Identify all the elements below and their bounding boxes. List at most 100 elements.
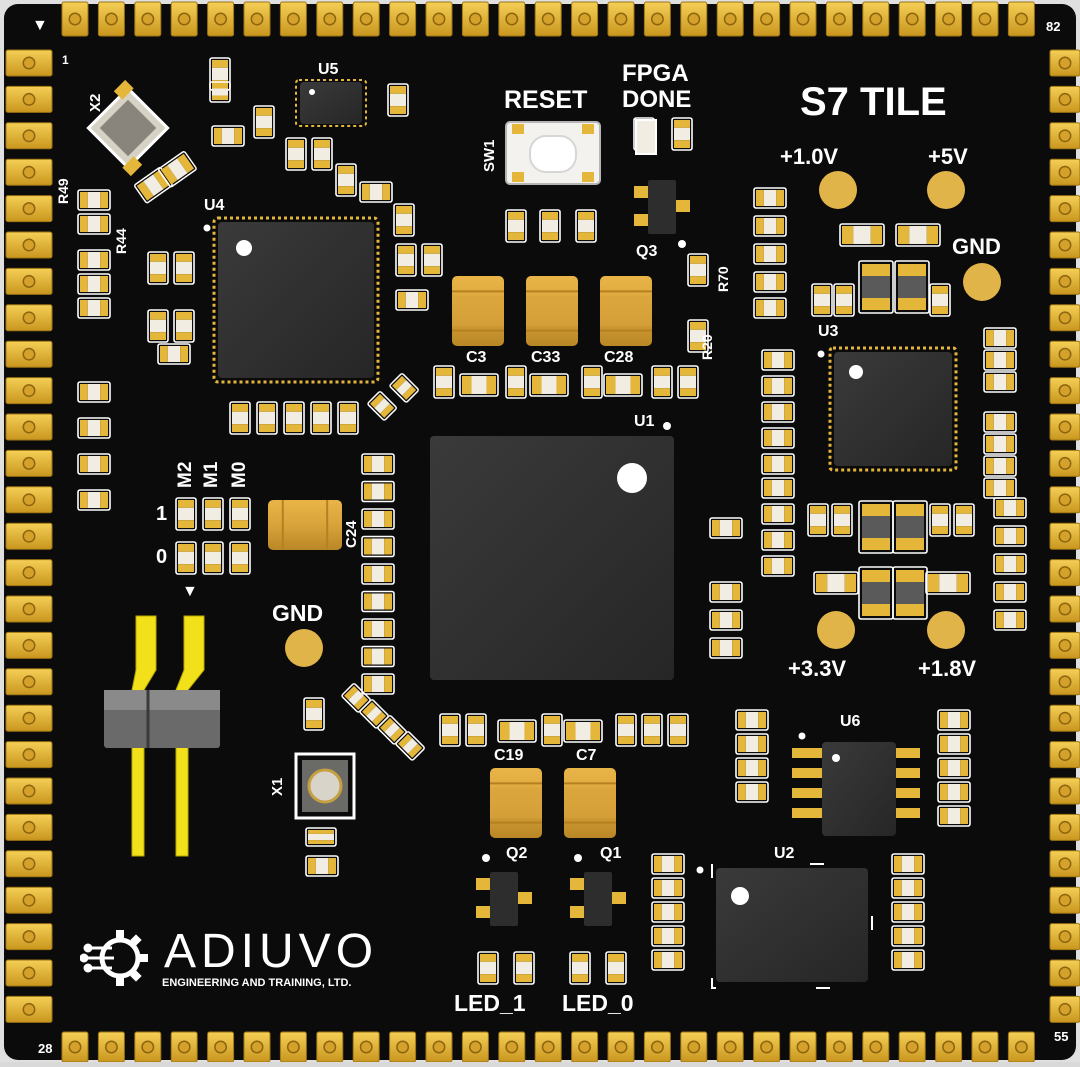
- edge-pad-left: [5, 122, 53, 150]
- ref-u2: U2: [774, 845, 795, 862]
- resistor-h: [361, 673, 395, 695]
- edge-pad-bottom: [279, 1031, 307, 1063]
- mode-m0: M0: [229, 461, 250, 488]
- resistor-v: [253, 105, 275, 139]
- edge-pad-left: [5, 959, 53, 987]
- edge-pad-bottom: [425, 1031, 453, 1063]
- edge-pad-top: [789, 1, 817, 37]
- chip-u4: [218, 222, 374, 378]
- resistor-h: [651, 901, 685, 923]
- resistor-v: [303, 697, 325, 731]
- resistor-v: [337, 401, 359, 435]
- resistor-h: [761, 427, 795, 449]
- edge-pad-top: [935, 1, 963, 37]
- u6-pin: [792, 788, 822, 798]
- edge-pad-top: [279, 1, 307, 37]
- edge-pad-top: [498, 1, 526, 37]
- resistor-v: [641, 713, 663, 747]
- edge-pad-bottom: [207, 1031, 235, 1063]
- label-5v: +5V: [928, 144, 968, 169]
- resistor-h: [891, 901, 925, 923]
- reset-button[interactable]: [506, 122, 600, 184]
- resistor-h: [459, 373, 499, 397]
- test-pad: [963, 263, 1001, 301]
- resistor-h: [983, 411, 1017, 433]
- pin-header-2pin: [104, 615, 220, 857]
- edge-pad-top: [680, 1, 708, 37]
- resistor-h: [305, 855, 339, 877]
- edge-pad-left: [5, 704, 53, 732]
- resistor-h: [529, 373, 569, 397]
- resistor-h: [77, 297, 111, 319]
- capacitor-c7: [564, 768, 616, 838]
- resistor-h: [761, 453, 795, 475]
- resistor-diag: [367, 391, 397, 421]
- resistor-v: [569, 951, 591, 985]
- edge-pad-left: [5, 486, 53, 514]
- resistor-diag: [389, 373, 419, 403]
- resistor-h: [77, 417, 111, 439]
- ref-q2: Q2: [506, 845, 528, 862]
- resistor-h: [651, 925, 685, 947]
- u4-pads: [212, 216, 380, 384]
- edge-pad-right: [1049, 231, 1080, 259]
- resistor-diag: [341, 683, 371, 713]
- resistor-diag: [395, 731, 425, 761]
- resistor-v: [202, 541, 224, 575]
- capacitor-medium: [894, 260, 930, 314]
- resistor-h: [761, 529, 795, 551]
- edge-pad-top: [97, 1, 125, 37]
- resistor-h: [925, 571, 971, 595]
- resistor-v: [283, 401, 305, 435]
- capacitor-c19: [490, 768, 542, 838]
- capacitor-medium: [892, 566, 928, 620]
- ref-r44: R44: [113, 228, 129, 254]
- edge-pad-left: [5, 340, 53, 368]
- crystal-x1: [294, 752, 356, 820]
- edge-pad-left: [5, 886, 53, 914]
- edge-pad-bottom: [534, 1031, 562, 1063]
- edge-pad-bottom: [935, 1031, 963, 1063]
- resistor-h: [77, 489, 111, 511]
- edge-pad-bottom: [607, 1031, 635, 1063]
- edge-pad-right: [1049, 995, 1080, 1023]
- edge-pad-bottom: [461, 1031, 489, 1063]
- edge-pad-top: [971, 1, 999, 37]
- edge-pad-top: [170, 1, 198, 37]
- resistor-h: [563, 719, 603, 743]
- resistor-h: [709, 637, 743, 659]
- resistor-v: [667, 713, 689, 747]
- edge-pad-right: [1049, 486, 1080, 514]
- edge-pad-right: [1049, 49, 1080, 77]
- edge-pad-right: [1049, 559, 1080, 587]
- resistor-h: [753, 187, 787, 209]
- resistor-h: [361, 480, 395, 503]
- ref-c28: C28: [604, 349, 634, 366]
- resistor-v: [833, 283, 855, 317]
- edge-pad-bottom: [753, 1031, 781, 1063]
- edge-pad-bottom: [643, 1031, 671, 1063]
- resistor-v: [335, 163, 357, 197]
- resistor-h: [361, 508, 395, 530]
- edge-pad-left: [5, 995, 53, 1023]
- resistor-v: [209, 81, 231, 103]
- fpga-done-led: [635, 119, 657, 155]
- resistor-v: [581, 365, 603, 399]
- resistor-v: [285, 137, 307, 171]
- edge-pad-left: [5, 668, 53, 696]
- test-pad: [817, 611, 855, 649]
- resistor-v: [505, 209, 527, 243]
- resistor-v: [477, 951, 499, 985]
- resistor-v: [229, 497, 251, 531]
- resistor-v: [615, 713, 637, 747]
- edge-pad-left: [5, 522, 53, 550]
- resistor-h: [361, 563, 395, 585]
- label-gnd-top: GND: [952, 234, 1001, 259]
- resistor-h: [993, 609, 1027, 631]
- resistor-v: [677, 365, 699, 399]
- q3-dot: [678, 240, 686, 248]
- resistor-h: [761, 503, 795, 525]
- resistor-v: [175, 497, 197, 531]
- chip-u3: [834, 352, 952, 466]
- resistor-v: [147, 251, 169, 285]
